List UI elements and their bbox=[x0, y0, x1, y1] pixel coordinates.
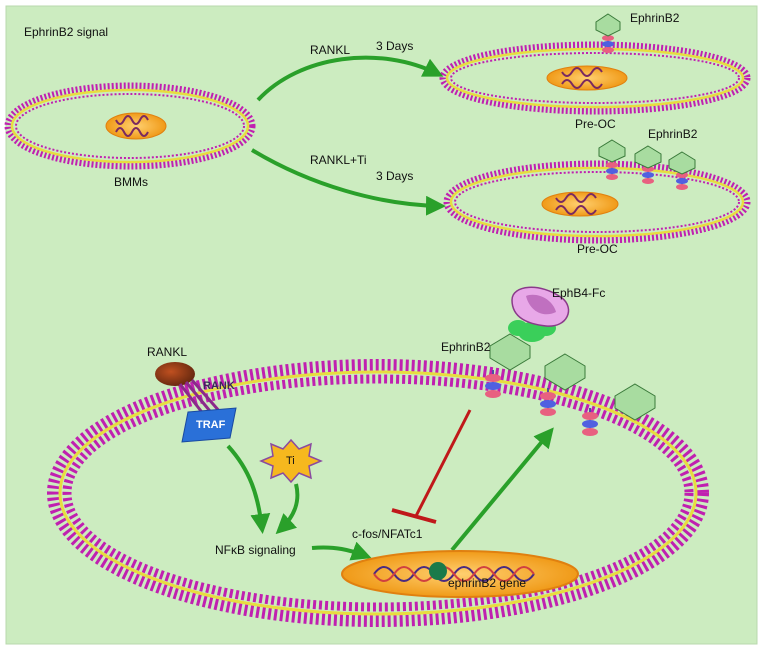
label-nfkb-signaling: NFκB signaling bbox=[215, 543, 296, 557]
arrow-bmm-to-pre-oc bbox=[256, 55, 444, 102]
ephrinb2-receptor-top bbox=[595, 13, 621, 53]
bmm-nucleus bbox=[105, 112, 167, 140]
label-ephrinb2-top: EphrinB2 bbox=[630, 11, 680, 25]
label-ephb4-fc: EphB4-Fc bbox=[552, 286, 606, 300]
transcription-factor-icon bbox=[429, 562, 447, 580]
ephrinb2-receptors-mid bbox=[598, 139, 696, 190]
bmm-cell bbox=[4, 82, 256, 170]
arrow-gene-to-membrane bbox=[450, 427, 554, 552]
background-panel bbox=[5, 5, 758, 645]
traf-icon bbox=[181, 407, 237, 443]
arrow-bmm-to-pre-oc-ti bbox=[250, 148, 446, 216]
ti-particle-icon bbox=[259, 438, 323, 484]
label-cfos-nfatc1: c-fos/NFATc1 bbox=[352, 527, 423, 541]
label-ephrinb2-bottom: EphrinB2 bbox=[441, 340, 491, 354]
label-rank: RANK bbox=[203, 380, 235, 392]
pre-oc-ti-nucleus bbox=[541, 191, 619, 217]
label-bmms: BMMs bbox=[114, 175, 148, 189]
label-ephrinb2-mid: EphrinB2 bbox=[648, 127, 698, 141]
arrow-traf-to-nfkb bbox=[226, 444, 271, 534]
label-ephrinb2-gene: ephrinB2 gene bbox=[448, 576, 527, 590]
label-rankl-bottom: RANKL bbox=[147, 345, 188, 359]
pre-oc-cell-rankl-ti bbox=[443, 160, 751, 244]
diagram-title: EphrinB2 signal bbox=[24, 25, 109, 39]
osteoclast-precursor-cell bbox=[47, 359, 709, 627]
arrow-nfkb-to-cfos bbox=[311, 541, 372, 561]
label-rankl-top: RANKL bbox=[310, 43, 351, 57]
ephb4-fc-icon bbox=[508, 286, 570, 342]
rankl-ligand-icon bbox=[155, 362, 195, 386]
label-traf: TRAF bbox=[196, 419, 226, 431]
label-rankl-ti: RANKL+Ti bbox=[310, 153, 367, 167]
label-3-days-top: 3 Days bbox=[376, 39, 414, 53]
arrow-ti-to-nfkb bbox=[275, 483, 300, 535]
ephrinb2-membrane-receptors bbox=[485, 333, 656, 436]
label-ti: Ti bbox=[286, 455, 295, 467]
label-3-days-mid: 3 Days bbox=[376, 169, 414, 183]
label-pre-oc-mid: Pre-OC bbox=[577, 242, 618, 256]
ephb4-inhibition-line bbox=[391, 409, 472, 524]
label-pre-oc-top: Pre-OC bbox=[575, 117, 616, 131]
nucleus-ephrinb2-gene bbox=[341, 550, 579, 598]
pre-oc-cell-rankl bbox=[439, 41, 751, 115]
pre-oc-nucleus bbox=[546, 65, 628, 91]
